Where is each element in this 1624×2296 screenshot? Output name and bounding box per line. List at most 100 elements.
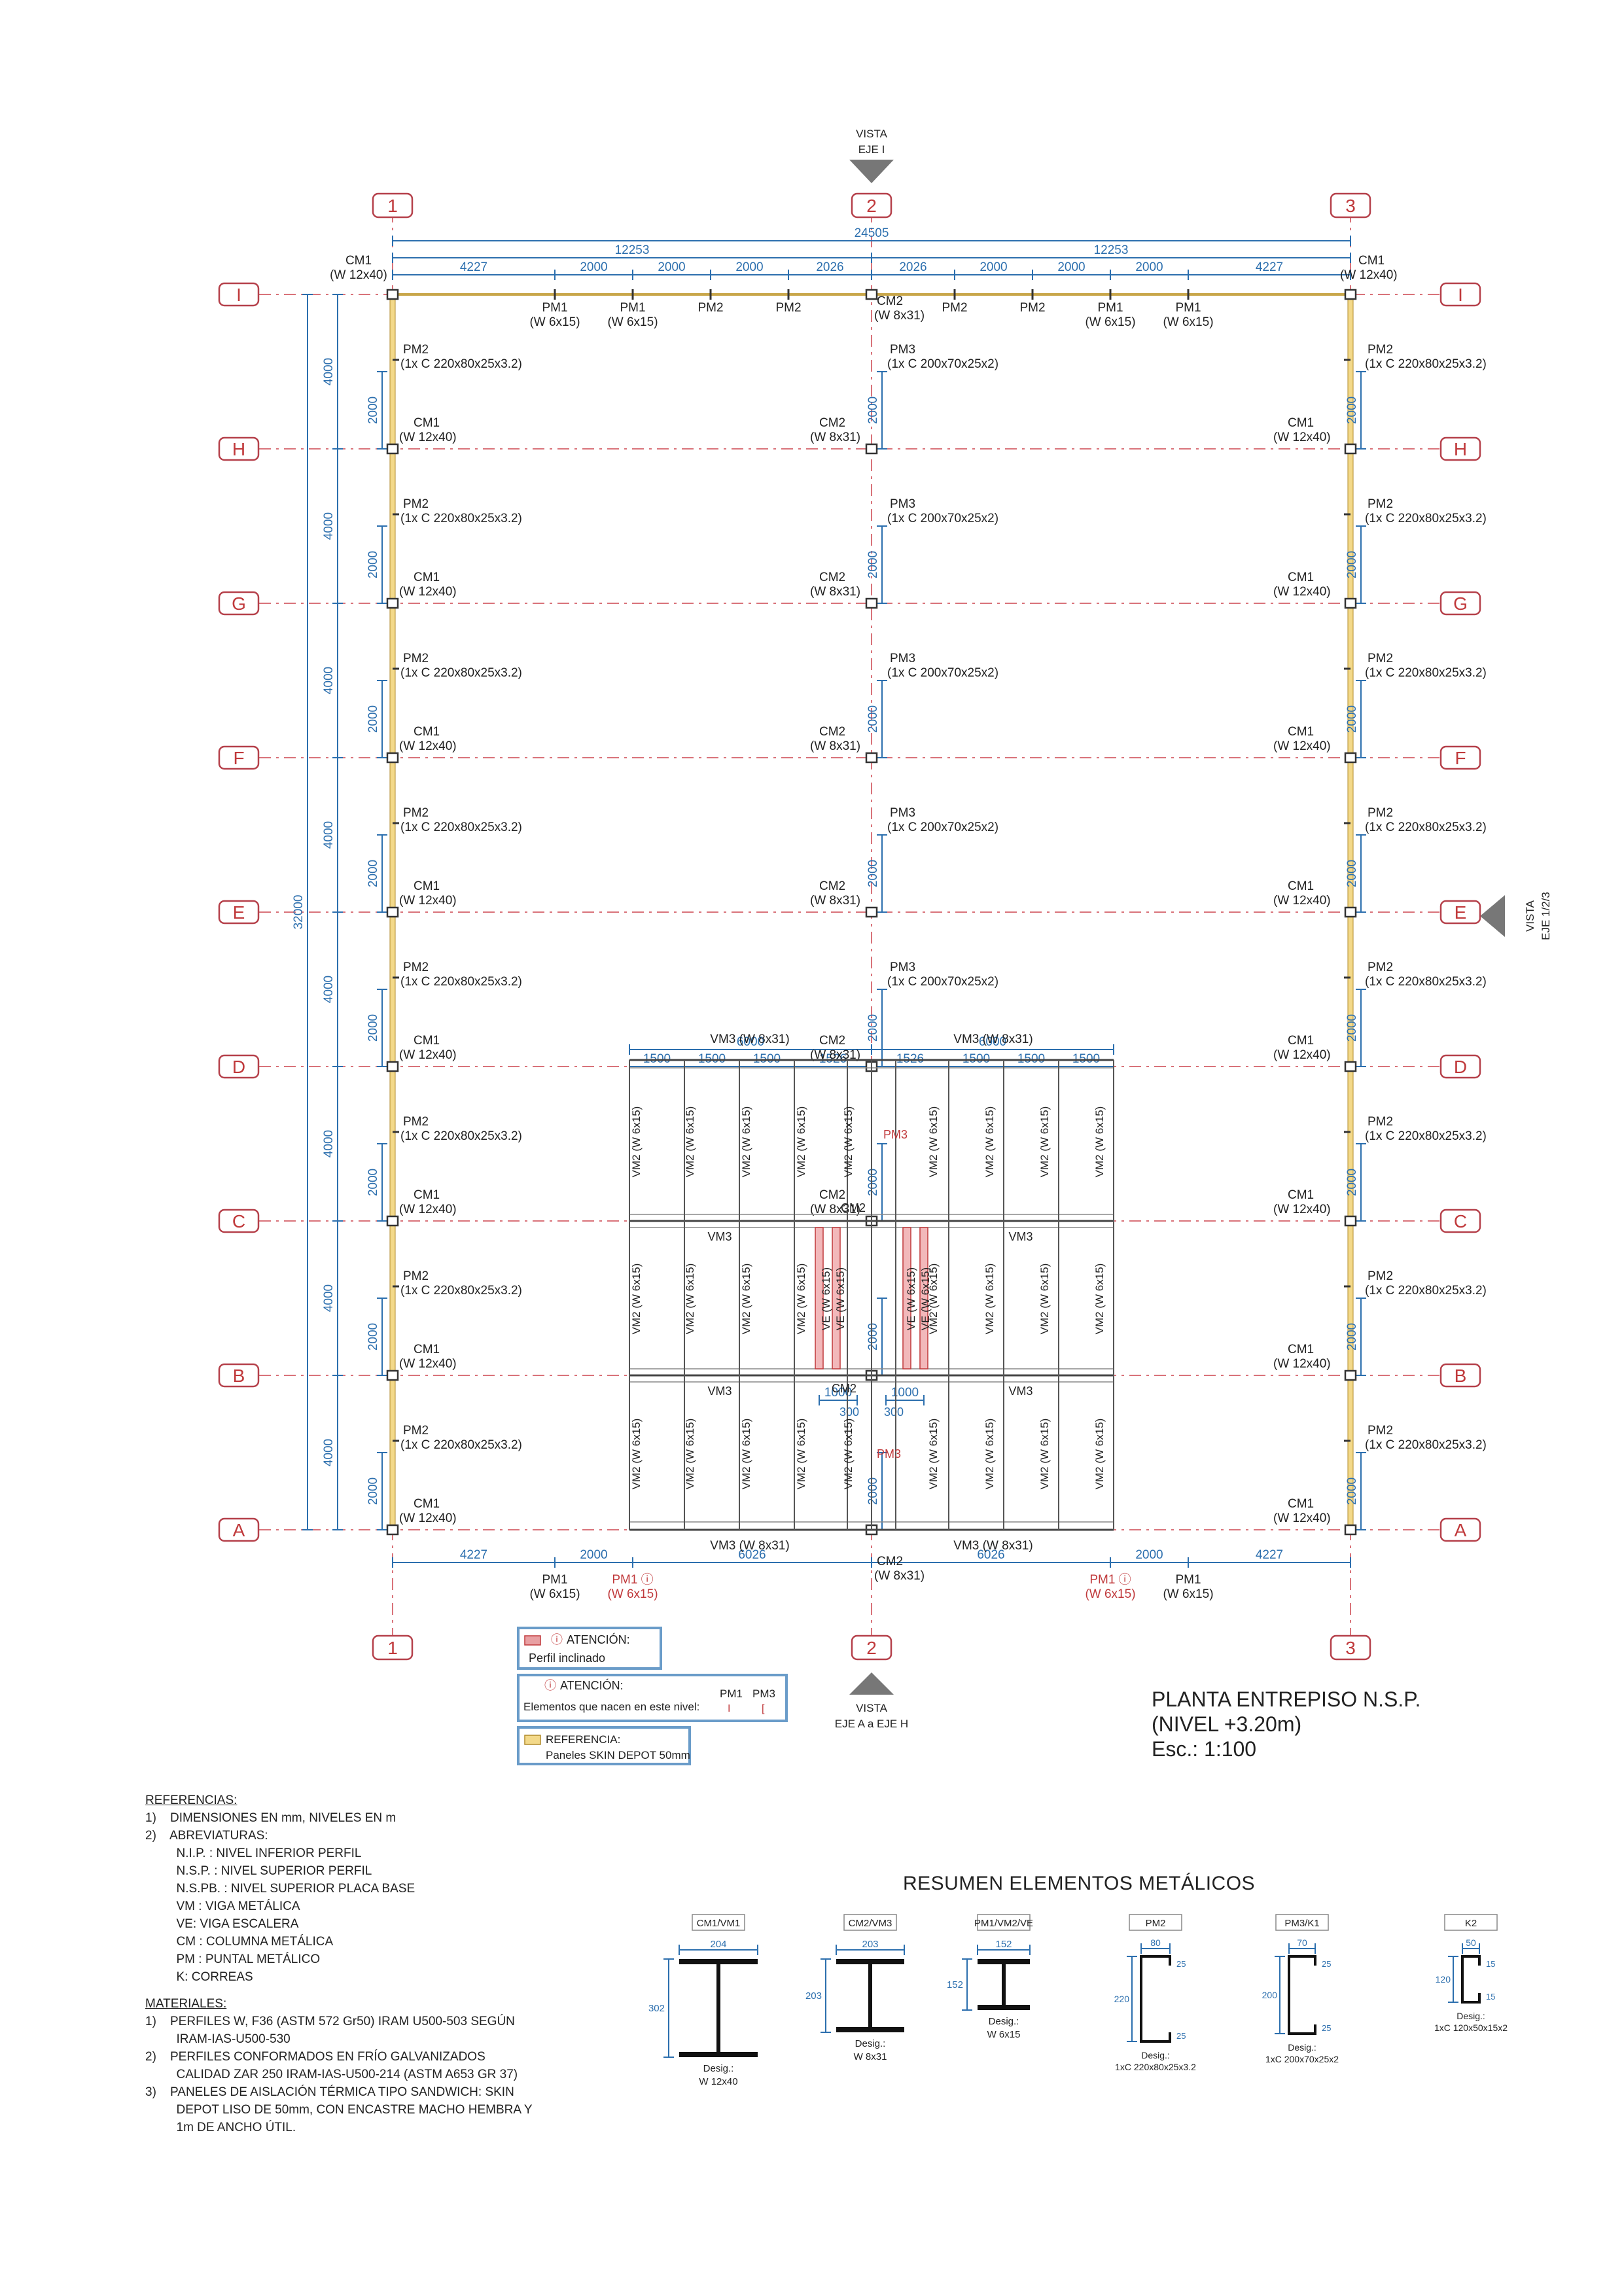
dim-top-segment: 2026 bbox=[816, 260, 843, 274]
vm2-label: VM2 (W 6x15) bbox=[1093, 1263, 1106, 1335]
view-right-label-2: EJE 1/2/3 bbox=[1540, 892, 1552, 940]
dim-top-segment: 2000 bbox=[735, 260, 763, 274]
cm2-stair-1: CM2 bbox=[841, 1201, 866, 1214]
dim-bottom-segment: 2000 bbox=[1135, 1548, 1163, 1562]
column-cm1 bbox=[386, 1524, 399, 1536]
axis-label-1: 1 bbox=[387, 1638, 398, 1658]
axis-bubble-2-top bbox=[851, 192, 892, 219]
ve-label: VE (W 6x15) bbox=[919, 1267, 932, 1330]
section-width: 50 bbox=[1466, 1937, 1476, 1948]
pm2-left-label: PM2 bbox=[403, 1115, 429, 1129]
pm3-center-label: PM3 bbox=[890, 806, 915, 820]
section-desig-2: 1xC 120x50x15x2 bbox=[1434, 2022, 1508, 2033]
column-cm1 bbox=[1344, 289, 1357, 300]
section-tag-box bbox=[1275, 1914, 1329, 1931]
pm2-left-sec: (1x C 220x80x25x3.2) bbox=[400, 666, 522, 680]
section-tag-box bbox=[843, 1914, 897, 1931]
vm2-label: VM2 (W 6x15) bbox=[842, 1106, 855, 1178]
section-desig-1: Desig.: bbox=[1456, 2011, 1485, 2021]
cm1-left-label: CM1 bbox=[414, 1497, 440, 1511]
pm2-right-label: PM2 bbox=[1368, 343, 1393, 357]
dim-total-height: 32000 bbox=[292, 895, 306, 930]
dim-half-center: 2000 bbox=[866, 1169, 880, 1196]
axis-bubble-A-right bbox=[1439, 1517, 1481, 1542]
pm2-right-sec: (1x C 220x80x25x3.2) bbox=[1365, 975, 1487, 989]
section-desig-2: 1xC 200x70x25x2 bbox=[1265, 2054, 1339, 2064]
cm1-right-sec: (W 12x40) bbox=[1273, 894, 1331, 908]
cm2-bottom: CM2 bbox=[877, 1555, 903, 1568]
pm2-right-label: PM2 bbox=[1368, 961, 1393, 974]
column-cm1 bbox=[386, 1369, 399, 1381]
section-lip-bottom: 25 bbox=[1176, 2031, 1186, 2041]
vm2-label: VM2 (W 6x15) bbox=[630, 1263, 643, 1335]
vm2-label: VM2 (W 6x15) bbox=[983, 1263, 996, 1335]
vm2-label: VM2 (W 6x15) bbox=[630, 1419, 643, 1490]
column-cm2 bbox=[865, 752, 878, 764]
dim-stair-300-left: 300 bbox=[839, 1405, 859, 1419]
drawing-scale: Esc.: 1:100 bbox=[1152, 1737, 1257, 1761]
member-labels: CM1(W 12x40)CM1(W 12x40)PM1(W 6x15)PM1(W… bbox=[330, 254, 1487, 1601]
pm1-bottom-sec: (W 6x15) bbox=[529, 1587, 580, 1601]
dim-bay-left: 4000 bbox=[322, 1284, 336, 1312]
section-height: 200 bbox=[1262, 1990, 1278, 2000]
cm1-right-label: CM1 bbox=[1288, 416, 1314, 430]
legend-attention-inclined: ⓘ ATENCIÓN: Perfil inclinado bbox=[517, 1627, 662, 1670]
column-cm1 bbox=[1344, 597, 1357, 609]
dim-half-center: 2000 bbox=[866, 397, 880, 424]
materials-heading: MATERIALES: bbox=[145, 1997, 227, 2011]
ve-inclined-beam bbox=[919, 1227, 928, 1369]
pm2-right-sec: (1x C 220x80x25x3.2) bbox=[1365, 1284, 1487, 1298]
dim-top-segment: 4227 bbox=[1256, 260, 1283, 274]
reference-line: K: CORREAS bbox=[145, 1970, 253, 1984]
cm1-left-sec: (W 12x40) bbox=[399, 894, 457, 908]
section-tag-box bbox=[692, 1914, 745, 1931]
pm2-left-sec: (1x C 220x80x25x3.2) bbox=[400, 1129, 522, 1143]
axis-bubble-E-right bbox=[1439, 900, 1481, 925]
reference-line: VE: VIGA ESCALERA bbox=[145, 1917, 299, 1931]
material-line: 1m DE ANCHO ÚTIL. bbox=[145, 2121, 296, 2134]
dim-half-left: 2000 bbox=[366, 705, 380, 733]
view-bottom-arrow-icon bbox=[849, 1672, 894, 1695]
section-width: 203 bbox=[862, 1939, 878, 1950]
axis-label-F: F bbox=[1455, 748, 1466, 768]
pm2-right-sec: (1x C 220x80x25x3.2) bbox=[1365, 357, 1487, 371]
label-pm1-top: PM1 bbox=[1175, 301, 1201, 315]
section-desig-2: W 6x15 bbox=[987, 2029, 1021, 2040]
cm2-center-label: CM2 bbox=[819, 416, 845, 430]
axis-label-2: 2 bbox=[866, 1638, 877, 1658]
label-pm1-top: PM1 bbox=[542, 301, 567, 315]
notes-block: REFERENCIAS: 1) DIMENSIONES EN mm, NIVEL… bbox=[145, 1792, 564, 2136]
axis-bubble-3-bottom bbox=[1330, 1634, 1371, 1661]
references-heading: REFERENCIAS: bbox=[145, 1793, 238, 1807]
legend2-pm1-symbol: I bbox=[728, 1703, 730, 1714]
dim-bay-left: 4000 bbox=[322, 1439, 336, 1466]
drawing-title: PLANTA ENTREPISO N.S.P. bbox=[1152, 1687, 1421, 1711]
cm1-right-sec: (W 12x40) bbox=[1273, 1357, 1331, 1371]
axis-bubble-1-bottom bbox=[372, 1634, 414, 1661]
vm3-mid-2: VM3 bbox=[1008, 1230, 1033, 1243]
section-height: 302 bbox=[648, 2003, 665, 2014]
cm1-right-sec: (W 12x40) bbox=[1273, 431, 1331, 444]
cm1-right-label: CM1 bbox=[1288, 1497, 1314, 1511]
column-cm1 bbox=[386, 289, 399, 300]
material-line: IRAM-IAS-U500-530 bbox=[145, 2032, 291, 2046]
section-tag-box bbox=[1444, 1914, 1498, 1931]
cm1-left-sec: (W 12x40) bbox=[399, 1357, 457, 1371]
axis-bubble-H-left bbox=[218, 436, 260, 461]
material-line: 1) PERFILES W, F36 (ASTM 572 Gr50) IRAM … bbox=[145, 2015, 515, 2028]
vm2-label: VM2 (W 6x15) bbox=[927, 1419, 940, 1490]
section-height: 120 bbox=[1436, 1974, 1451, 1985]
view-right-label-1: VISTA bbox=[1524, 900, 1536, 932]
material-line: 2) PERFILES CONFORMADOS EN FRÍO GALVANIZ… bbox=[145, 2050, 485, 2064]
cm2-top-sec: (W 8x31) bbox=[874, 309, 925, 323]
mezzanine-framing: VM2 (W 6x15) VM2 (W 6x15) VM2 (W 6x15) VM2 … bbox=[629, 1033, 1114, 1583]
vm2-label: VM2 (W 6x15) bbox=[740, 1263, 752, 1335]
section-desig-1: Desig.: bbox=[1288, 2042, 1316, 2053]
section-lip-top: 15 bbox=[1486, 1959, 1495, 1969]
dim-half-right: 2000 bbox=[1345, 705, 1359, 733]
label-pm1-top: PM1 bbox=[620, 301, 645, 315]
dim-bay-left: 4000 bbox=[322, 1130, 336, 1157]
